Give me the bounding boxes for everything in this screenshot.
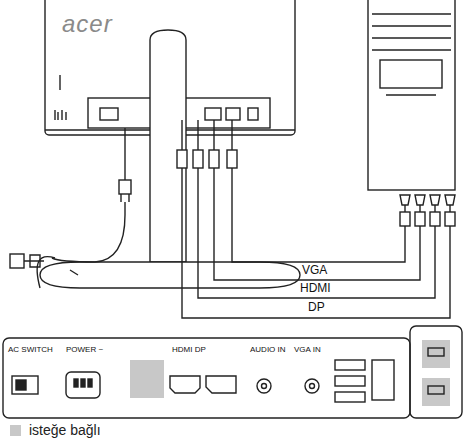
port-label: HDMI DP [172,345,206,354]
port-label: POWER ~ [66,345,103,354]
legend-text: isteğe bağlı [29,422,101,438]
usb-panel [410,326,462,418]
port-panel [3,338,410,418]
optional-port [130,360,164,398]
port-label: AUDIO IN [250,345,286,354]
cable-label: HDMI [300,282,331,296]
cables [177,120,455,318]
monitor-stand [150,30,186,262]
cable-label: DP [308,301,325,315]
legend-row: isteğe bağlı [10,422,101,438]
port-label: VGA IN [294,345,321,354]
brand-logo: acer [62,10,113,38]
pc-tower [368,0,455,190]
monitor-base [40,262,300,288]
cable-label: VGA [302,264,327,278]
port-label: AC SWITCH [8,345,53,354]
legend-swatch [10,425,21,436]
